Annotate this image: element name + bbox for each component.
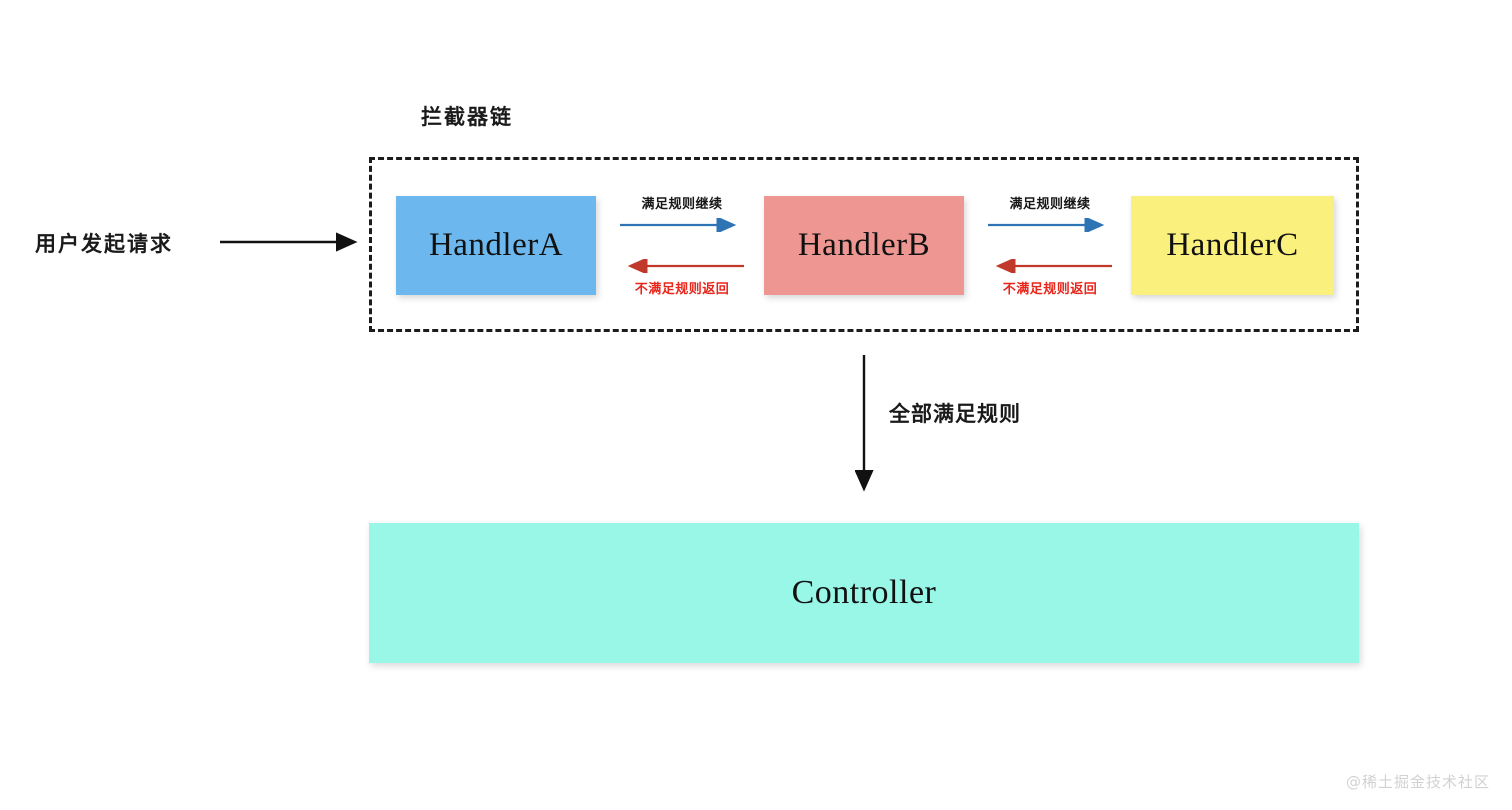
return-arrow-bc-icon [988, 257, 1112, 275]
user-request-arrow-icon [220, 232, 365, 252]
arrow-group-a-to-b: 满足规则继续 不满足规则返回 [620, 193, 744, 303]
all-pass-label: 全部满足规则 [889, 402, 1021, 426]
handler-a-box[interactable]: HandlerA [396, 196, 596, 295]
handler-c-box[interactable]: HandlerC [1131, 196, 1334, 295]
handler-b-label: HandlerB [797, 227, 931, 263]
return-label-bc: 不满足规则返回 [1002, 282, 1098, 297]
controller-box[interactable]: Controller [369, 523, 1359, 663]
continue-arrow-ab-icon [620, 216, 744, 234]
arrow-group-b-to-c: 满足规则继续 不满足规则返回 [988, 193, 1112, 303]
return-label-ab: 不满足规则返回 [634, 282, 730, 297]
return-arrow-ab-icon [620, 257, 744, 275]
user-request-label: 用户发起请求 [35, 232, 173, 256]
continue-arrow-bc-icon [988, 216, 1112, 234]
watermark: @稀土掘金技术社区 [1345, 773, 1490, 791]
controller-label: Controller [791, 574, 937, 611]
continue-label-ab: 满足规则继续 [641, 197, 723, 212]
handler-b-box[interactable]: HandlerB [764, 196, 964, 295]
all-pass-arrow-icon [854, 355, 879, 500]
continue-label-bc: 满足规则继续 [1009, 197, 1091, 212]
handler-c-label: HandlerC [1166, 227, 1299, 263]
chain-title: 拦截器链 [421, 105, 513, 129]
handler-a-label: HandlerA [428, 227, 564, 263]
